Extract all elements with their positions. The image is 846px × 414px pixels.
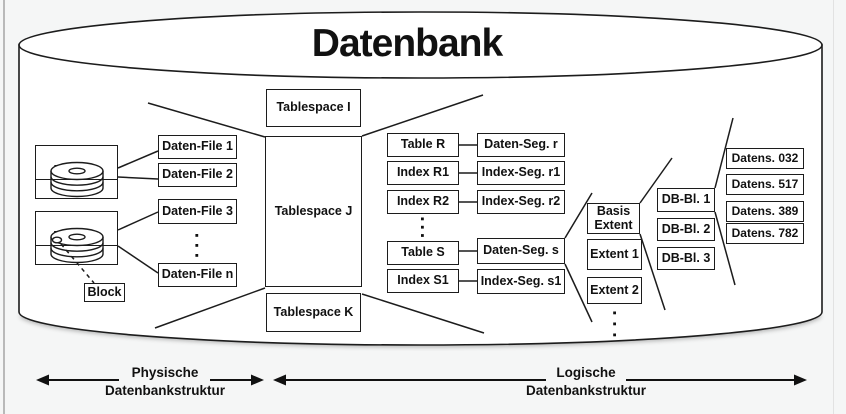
page-left-edge (3, 0, 5, 414)
box-extent-2: Extent 2 (587, 277, 642, 304)
box-daten-file-1: Daten-File 1 (158, 135, 237, 159)
box-datens-032: Datens. 032 (726, 148, 804, 169)
ellipsis-daten-files (195, 234, 199, 257)
box-index-seg-s1: Index-Seg. s1 (477, 269, 565, 294)
legend-physical-line2: Datenbankstruktur (104, 383, 226, 399)
basis-extent-line2: Extent (594, 217, 633, 232)
box-index-seg-r1: Index-Seg. r1 (477, 161, 565, 185)
box-daten-file-n: Daten-File n (158, 263, 237, 287)
ellipsis-extents (613, 311, 616, 337)
disk-platte-b-label: Platte B (36, 230, 117, 246)
legend-logical: Logische Datenbankstruktur (506, 364, 666, 400)
box-datens-517: Datens. 517 (726, 174, 804, 195)
box-index-r2: Index R2 (387, 190, 459, 214)
box-block: Block (84, 283, 125, 302)
disk-platte-a: Platte A (35, 145, 118, 199)
legend-physical-line1: Physische (131, 365, 199, 380)
box-daten-file-2: Daten-File 2 (158, 163, 237, 187)
cylinder-shadow (19, 313, 822, 348)
box-tablespace-i: Tablespace I (266, 89, 361, 127)
box-datens-389: Datens. 389 (726, 201, 804, 222)
box-index-r1: Index R1 (387, 161, 459, 185)
page-right-edge (833, 0, 834, 414)
box-basis-extent: Basis Extent (587, 203, 640, 234)
disk-platte-b: Platte B (35, 211, 118, 265)
box-table-r: Table R (387, 133, 459, 157)
box-index-seg-r2: Index-Seg. r2 (477, 190, 565, 214)
box-db-bl-3: DB-Bl. 3 (657, 247, 715, 270)
box-daten-seg-r: Daten-Seg. r (477, 133, 565, 157)
box-db-bl-1: DB-Bl. 1 (657, 188, 715, 212)
legend-logical-line1: Logische (556, 365, 616, 380)
box-datens-782: Datens. 782 (726, 223, 804, 244)
box-tablespace-k: Tablespace K (266, 293, 361, 332)
box-daten-seg-s: Daten-Seg. s (477, 238, 565, 264)
box-extent-1: Extent 1 (587, 239, 642, 270)
basis-extent-line1: Basis (596, 204, 631, 219)
legend-logical-line2: Datenbankstruktur (525, 383, 647, 399)
box-table-s: Table S (387, 241, 459, 265)
box-tablespace-j: Tablespace J (265, 136, 362, 287)
diagram-title: Datenbank (311, 22, 503, 65)
box-db-bl-2: DB-Bl. 2 (657, 218, 715, 241)
disk-platte-a-label: Platte A (36, 164, 117, 180)
box-index-s1: Index S1 (387, 269, 459, 293)
box-daten-file-3: Daten-File 3 (158, 199, 237, 224)
legend-physical: Physische Datenbankstruktur (90, 364, 240, 400)
ellipsis-tables (421, 217, 424, 237)
